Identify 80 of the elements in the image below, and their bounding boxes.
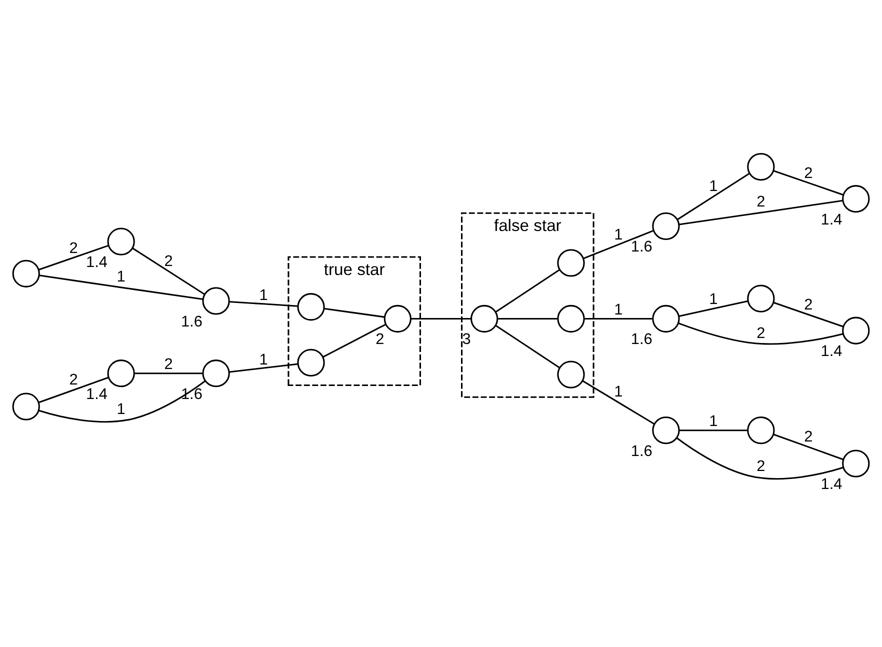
edge-label: 1	[614, 301, 623, 318]
node-circle	[652, 416, 680, 444]
connector	[410, 318, 472, 320]
node-circle	[297, 348, 325, 376]
connector	[773, 434, 844, 460]
node-label: 1.4	[820, 476, 842, 493]
node-label: 1.4	[86, 386, 108, 403]
connector	[229, 363, 298, 373]
edge-label: 2	[164, 356, 173, 374]
connector	[324, 308, 385, 318]
edge-label: 1	[709, 413, 718, 430]
edge-label: 2	[164, 252, 173, 270]
connector	[584, 318, 652, 320]
connector	[498, 318, 558, 320]
node-circle	[12, 260, 40, 288]
node-circle	[747, 416, 775, 444]
node-label: 1.6	[180, 386, 202, 403]
edge-label: 1	[709, 290, 718, 308]
edge-label: 2	[69, 240, 78, 257]
edge-label: 2	[756, 458, 766, 476]
node-circle	[842, 185, 870, 213]
edge-label: 1	[259, 287, 268, 304]
connector	[38, 376, 109, 404]
node-circle	[202, 287, 230, 315]
connector	[495, 324, 560, 368]
connector	[679, 430, 748, 432]
node-circle	[107, 228, 135, 256]
connector	[38, 380, 206, 423]
node-circle	[384, 304, 412, 333]
connector	[495, 269, 560, 313]
node-circle	[652, 212, 680, 240]
node-label: 1.6	[630, 331, 652, 348]
node-circle	[747, 284, 775, 312]
connector	[773, 170, 844, 196]
node-circle	[747, 152, 775, 181]
node-circle	[557, 249, 585, 277]
node-circle	[557, 304, 585, 333]
connector	[676, 437, 844, 480]
node-circle	[202, 360, 230, 388]
node-circle	[842, 316, 870, 344]
node-label: 2	[376, 331, 384, 348]
node-label: 3	[462, 331, 471, 348]
node-circle	[297, 293, 325, 321]
connector	[132, 248, 205, 295]
edge-label: 2	[804, 296, 813, 314]
connector	[39, 274, 204, 300]
node-circle	[557, 360, 585, 388]
edge-label: 1	[259, 351, 268, 368]
node-circle	[842, 450, 870, 478]
node-label: 1.6	[180, 313, 202, 330]
edge-label: 2	[756, 325, 766, 342]
edge-label: 2	[69, 372, 78, 389]
connector	[678, 322, 844, 345]
connector	[676, 172, 750, 220]
connector	[678, 200, 843, 226]
node-label: 1.4	[820, 211, 842, 228]
edge-label: 2	[804, 428, 813, 446]
node-circle	[12, 392, 40, 420]
connector	[678, 300, 748, 317]
node-label: 1.6	[630, 442, 652, 460]
edge-label: 1	[116, 401, 126, 418]
connector	[38, 244, 109, 270]
edge-label: 1	[709, 178, 718, 196]
node-circle	[470, 304, 498, 333]
connector	[229, 300, 298, 307]
node-circle	[107, 360, 135, 388]
edge-label: 1	[614, 383, 623, 400]
connector	[773, 302, 844, 328]
node-label: 1.4	[86, 254, 108, 271]
connector	[322, 324, 386, 358]
edge-label: 2	[756, 193, 766, 210]
connector	[134, 372, 202, 374]
connector	[582, 380, 655, 425]
node-circle	[652, 304, 680, 333]
node-label: 1.6	[630, 238, 652, 256]
edge-label: 1	[116, 268, 126, 286]
node-label: 1.4	[820, 343, 842, 360]
edge-label: 1	[614, 226, 623, 244]
edge-label: 2	[804, 164, 813, 182]
connector	[583, 230, 654, 260]
